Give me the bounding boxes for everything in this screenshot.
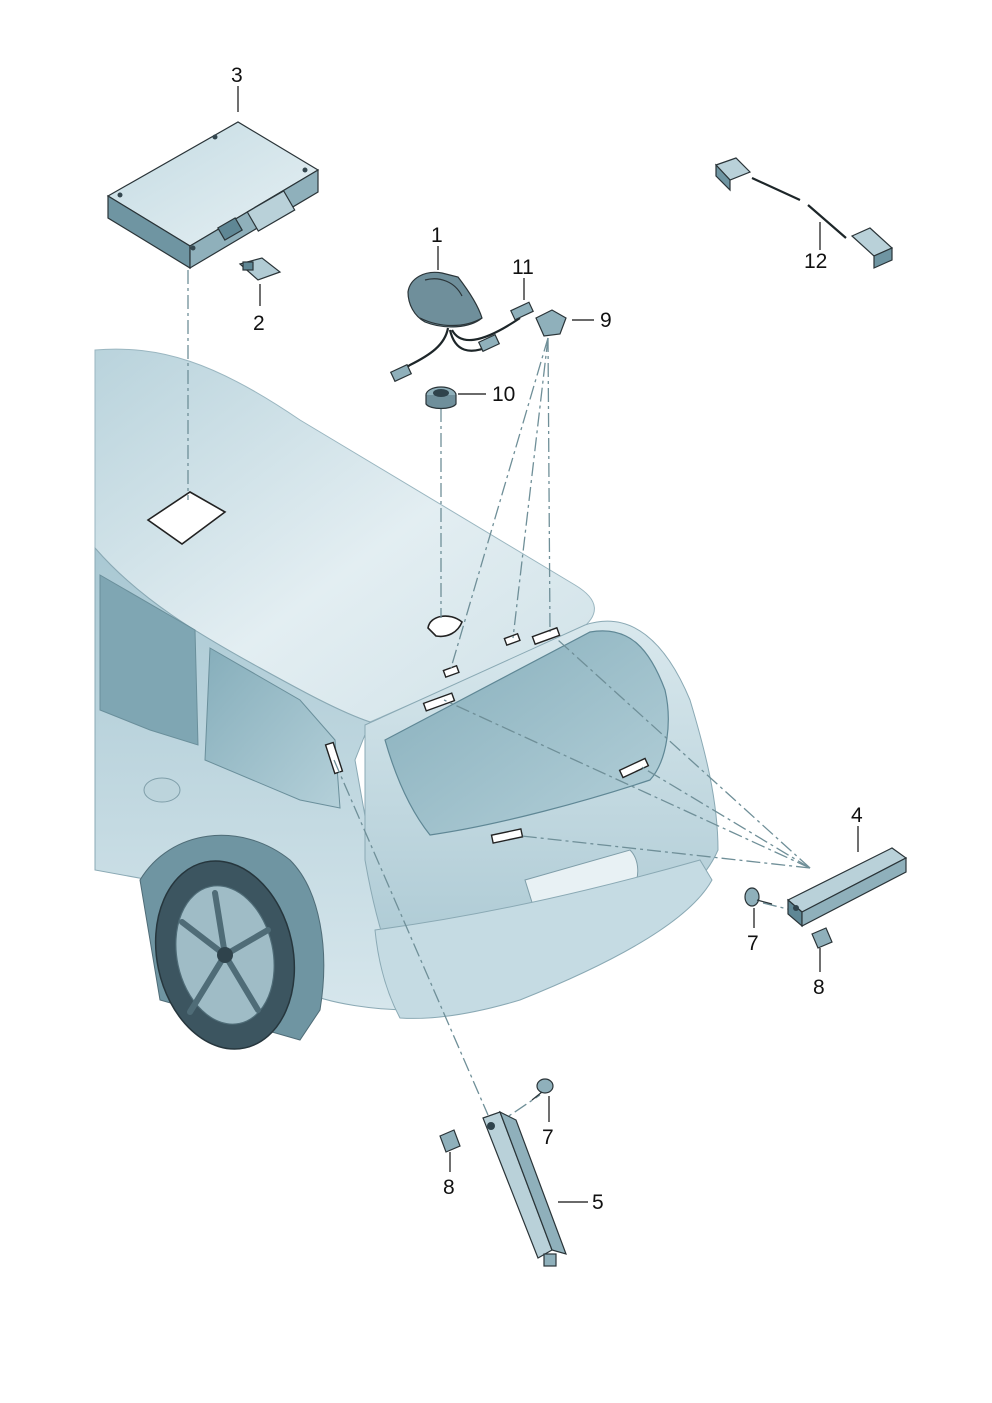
- callout-1: 1: [431, 224, 443, 247]
- part-bolt-7-right: [744, 887, 773, 907]
- callout-10: 10: [492, 383, 515, 406]
- callout-7-left: 7: [542, 1126, 554, 1149]
- mount-outline-clip-4: [422, 692, 456, 712]
- callout-labels: 3 2 1 11 9 10 12 4 7 8 7 8 5: [231, 64, 863, 1214]
- part-seal: [425, 386, 457, 410]
- mount-outline-tailgate: [490, 828, 524, 844]
- callout-2: 2: [253, 312, 265, 335]
- callout-8-left: 8: [443, 1176, 455, 1199]
- vehicle-fuel-flap: [143, 777, 181, 803]
- assembly-lines: [187, 270, 811, 1127]
- part-adapter-cable: [714, 157, 894, 269]
- vehicle-side-window-rear: [204, 647, 341, 809]
- mount-outline-control-unit: [146, 491, 227, 545]
- part-bolt-7-left: [531, 1078, 554, 1101]
- callout-11: 11: [512, 256, 534, 279]
- vehicle-hub: [217, 947, 233, 963]
- mount-outline-clip-1: [442, 664, 460, 679]
- vehicle-side-window-mid: [99, 574, 199, 746]
- part-clip-8-left: [439, 1129, 461, 1153]
- mount-outline-clip-3: [531, 626, 561, 646]
- mount-outline-clip-2: [503, 632, 521, 647]
- leader-lines: [237, 86, 859, 1203]
- part-bracket: [238, 257, 282, 281]
- vehicle-illustration: [94, 348, 719, 1050]
- vehicle-rim-spokes: [179, 890, 271, 1015]
- mount-outline-roof-antenna: [427, 615, 463, 638]
- callout-9: 9: [600, 309, 612, 332]
- callout-4: 4: [851, 804, 863, 827]
- part-amplifier-left: [482, 1110, 567, 1267]
- mount-outline-amp-right: [618, 757, 650, 779]
- vehicle-bumper: [374, 859, 713, 1019]
- part-amplifier-right: [786, 847, 908, 928]
- callout-8-right: 8: [813, 976, 825, 999]
- callout-3: 3: [231, 64, 243, 87]
- callout-5: 5: [592, 1191, 604, 1214]
- part-clip-8-right: [811, 927, 833, 949]
- callout-12: 12: [804, 250, 827, 273]
- part-clip-9: [535, 309, 567, 337]
- part-control-unit: [106, 121, 320, 270]
- callout-7-right: 7: [747, 932, 759, 955]
- part-roof-antenna: [389, 271, 534, 383]
